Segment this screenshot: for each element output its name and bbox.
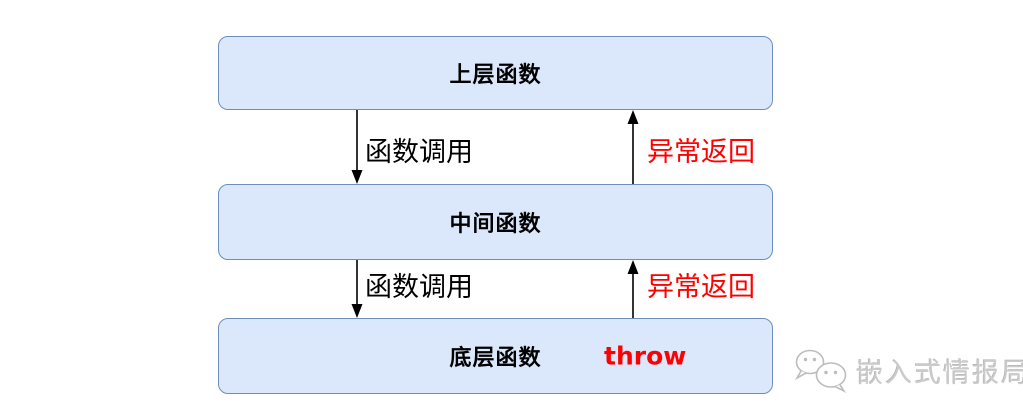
- edge-return-bottom-to-middle: [627, 260, 639, 318]
- watermark: 嵌入式情报局: [793, 344, 1023, 396]
- edge-label-function-call-2: 函数调用: [365, 272, 473, 303]
- box-middle-function: 中间函数: [218, 184, 773, 260]
- edge-call-middle-to-bottom: [351, 260, 363, 318]
- box-bottom-function: 底层函数 throw: [218, 318, 773, 394]
- edge-return-middle-to-top: [627, 110, 639, 186]
- watermark-text: 嵌入式情报局: [856, 357, 1023, 389]
- box-middle-function-label: 中间函数: [449, 212, 542, 237]
- box-bottom-function-label: 底层函数: [449, 346, 542, 371]
- wechat-icon: [793, 347, 849, 393]
- throw-annotation: throw: [604, 341, 687, 371]
- box-upper-function-label: 上层函数: [449, 63, 542, 88]
- edge-label-exception-return-1: 异常返回: [647, 137, 755, 168]
- edge-call-top-to-middle: [351, 110, 363, 184]
- edge-label-exception-return-2: 异常返回: [647, 272, 755, 303]
- box-upper-function: 上层函数: [218, 36, 773, 110]
- edge-label-function-call-1: 函数调用: [365, 137, 473, 168]
